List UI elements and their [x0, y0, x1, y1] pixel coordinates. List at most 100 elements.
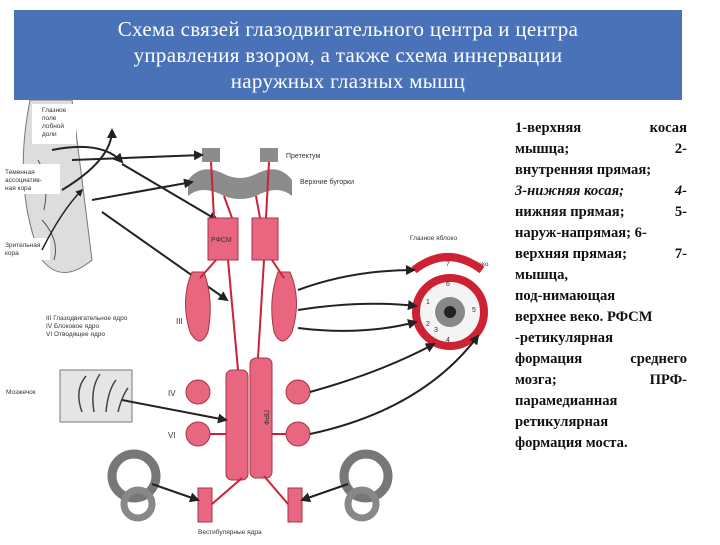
field2-text-1: ассоциатив-: [5, 177, 42, 184]
nucleus-vi-right: [285, 421, 311, 447]
legend-r13b: ПРФ-: [649, 372, 687, 388]
vestibular-left-inner: [120, 486, 156, 522]
nerve-iii-lower: [297, 319, 418, 332]
legend-r5a: нижняя прямая;: [515, 204, 625, 220]
legend-row-9: под-нимающая: [515, 288, 616, 304]
red-path-3: [223, 195, 233, 219]
eyeball-pupil: [444, 306, 456, 318]
nucleus-vi-left: [185, 421, 211, 447]
path-cerebellum-prf: [121, 399, 228, 424]
vestibular-left-outer: [107, 449, 161, 503]
roman-iii: III: [176, 317, 183, 326]
cortex-arrow-2: [61, 128, 117, 191]
legend-row-4: 3-нижняя косая;4-: [515, 181, 687, 202]
nucleus-iv-left: [185, 379, 211, 405]
legend-r12a: формация: [515, 351, 583, 367]
oculomotor-diagram: Глазное поле лобной доли Теменная ассоци…: [2, 99, 508, 540]
nucleus-iv-right: [285, 379, 311, 405]
legend-r1b: косая: [649, 120, 687, 136]
nerve-iii-middle: [297, 300, 418, 311]
cerebellum-label: Мозжечок: [6, 389, 36, 396]
cortex-sulcus-2: [41, 219, 56, 261]
red-rfsm-prf-1: [227, 259, 239, 371]
cerebellum-box: [59, 369, 133, 423]
cortex-arrow-3: [41, 188, 84, 251]
nucleus-iii-right: [271, 271, 297, 342]
pretectum-label: Претектум: [286, 153, 320, 160]
legend-r13a: мозга;: [515, 372, 557, 388]
legend-row-7: верхняя прямая; 7-: [515, 244, 687, 265]
legend-r12b: среднего: [630, 351, 687, 367]
nuclei-legend-2: VI Отводящее ядро: [46, 331, 105, 338]
field2-label-box: [4, 164, 60, 194]
legend-r7a: верхняя прямая;: [515, 246, 627, 262]
nucleus-iii-left: [185, 271, 211, 342]
eyeball-label: Глазное яблоко: [410, 234, 457, 242]
field3-text-0: Зрительная: [5, 242, 41, 249]
vestibular-label-box: [192, 526, 312, 538]
vestibular-right-outer: [339, 449, 393, 503]
legend-row-15: ретикулярная: [515, 414, 609, 430]
nuclei-legend-1: IV Блоковое ядро: [46, 323, 99, 330]
path-cortex-colliculus: [91, 178, 194, 201]
vestibular-nucleus-right: [287, 487, 303, 523]
nuclei-legend-0: III Глазодвигательное ядро: [46, 315, 128, 322]
field3-label-box: [4, 238, 50, 260]
red-path-2: [265, 161, 270, 219]
legend-row-13: мозга; ПРФ-: [515, 370, 687, 391]
legend-row-12: формация среднего: [515, 349, 687, 370]
eyelid-muscle: [411, 253, 485, 274]
red-vestib-prf-2: [263, 475, 289, 505]
legend-row-14: парамедианная: [515, 393, 618, 409]
cerebellum-folia: [78, 373, 129, 413]
prf-right: [249, 357, 273, 479]
rfsm-label: РФСМ: [211, 237, 232, 244]
muscle-number-2: 2: [426, 321, 430, 328]
legend-row-16: формация моста.: [515, 435, 628, 451]
title-line-1: Схема связей глазодвигательного центра и…: [117, 17, 579, 41]
legend-r4a: 3-нижняя косая;: [515, 183, 624, 199]
muscle-number-5: 5: [472, 307, 476, 314]
muscle-number-6: 6: [446, 281, 450, 288]
pretectum-left: [202, 148, 220, 162]
red-rfsm-iii-1: [199, 259, 217, 279]
tubercles-label: Верхние бугорки: [300, 178, 354, 186]
legend-r1a: 1-верхняя: [515, 120, 582, 136]
muscle-number-1: 1: [426, 299, 430, 306]
field2-text-0: Теменная: [5, 169, 35, 176]
vestibular-nucleus-left: [197, 487, 213, 523]
nerve-iii-upper: [297, 265, 416, 291]
muscle-number-3: 3: [434, 327, 438, 334]
nerve-vi: [309, 334, 480, 435]
legend-row-3: внутренняя прямая;: [515, 162, 652, 178]
muscle-number-7: 7: [446, 261, 450, 268]
muscle-number-4: 4: [446, 337, 450, 344]
red-path-4: [255, 195, 261, 219]
vestibular-right-inner: [344, 486, 380, 522]
pretectum-right: [260, 148, 278, 162]
rfsm-box-left: [207, 217, 239, 261]
field1-text-0: Глазное: [42, 107, 67, 114]
title-bar: Схема связей глазодвигательного центра и…: [14, 10, 682, 100]
field1-text-1: поле: [42, 115, 57, 122]
path-vestib-right: [300, 483, 349, 503]
legend-row-8: мышца,: [515, 267, 569, 283]
legend-r7b: 7-: [674, 246, 687, 262]
red-rfsm-prf-2: [257, 259, 265, 359]
field3-text-1: кора: [5, 250, 19, 257]
legend-r5b: 5-: [674, 204, 687, 220]
legend-row-6: наруж-напрямая; 6-: [515, 225, 647, 241]
red-rfsm-iii-2: [271, 259, 285, 279]
superior-colliculi: [188, 169, 292, 199]
legend-r2b: 2-: [674, 141, 687, 157]
vestibular-label: Вестибулярные ядра: [198, 528, 262, 536]
field1-text-2: лобной: [42, 122, 64, 130]
path-cortex-rfsm: [121, 163, 219, 222]
roman-vi: VI: [168, 431, 176, 440]
roman-iv: IV: [168, 389, 176, 398]
legend-row-10: верхнее веко. РФСМ: [515, 309, 653, 325]
title-line-2: управления взором, а также схема иннерва…: [133, 43, 563, 67]
legend-row-5: нижняя прямая; 5-: [515, 202, 687, 223]
diagram-svg: Глазное поле лобной доли Теменная ассоци…: [4, 99, 489, 538]
